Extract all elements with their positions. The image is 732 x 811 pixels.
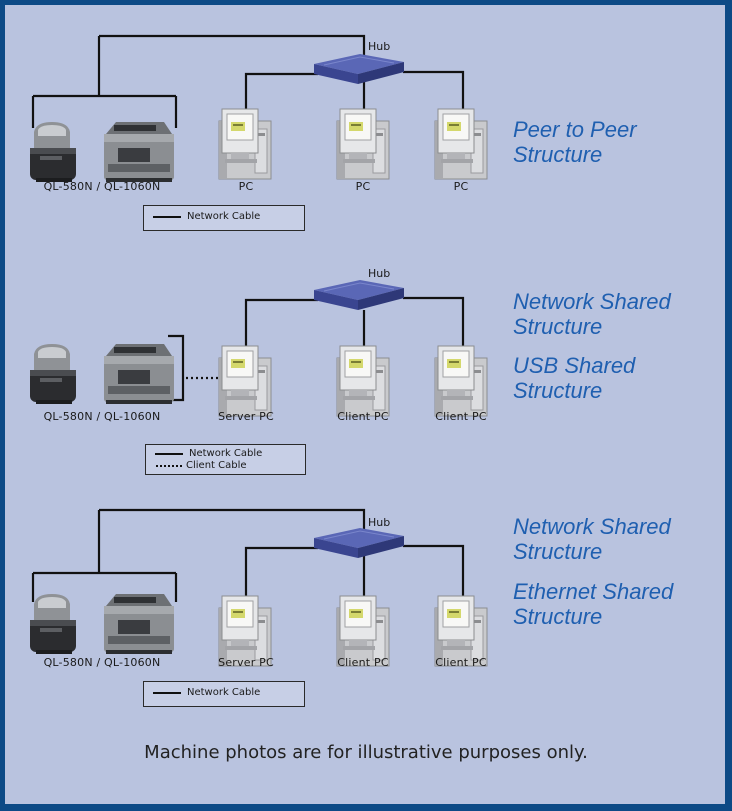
network-cable-swatch (153, 215, 181, 218)
network-cable-swatch (153, 691, 181, 694)
pc-label: PC (453, 180, 469, 193)
label-printer-icon (104, 344, 174, 404)
desktop-pc-icon (336, 108, 390, 180)
section-title: Network Shared Structure (513, 514, 671, 564)
legend-label: Network Cable (187, 211, 261, 222)
printer-label: QL-580N / QL-1060N (43, 180, 161, 193)
label-printer-icon (104, 594, 174, 654)
legend-network-cable: Network Cable (153, 211, 304, 222)
label-printer-icon (30, 122, 76, 182)
title-line: Structure (513, 539, 603, 564)
legend-label: Client Cable (186, 460, 247, 471)
legend-label: Network Cable (187, 687, 261, 698)
section-subtitle: USB Shared Structure (513, 353, 635, 403)
legend-box: Network Cable Client Cable (145, 444, 306, 475)
title-line: Peer to Peer (513, 117, 637, 142)
desktop-pc-icon (434, 345, 488, 417)
hub-label: Hub (368, 40, 391, 53)
pc-label: Server PC (218, 410, 274, 423)
legend-label: Network Cable (189, 448, 263, 459)
legend-network-cable: Network Cable (153, 687, 304, 698)
pc-label: PC (355, 180, 371, 193)
desktop-pc-icon (218, 345, 272, 417)
label-printer-icon (30, 594, 76, 654)
hub-label: Hub (368, 516, 391, 529)
network-cable-swatch (155, 452, 183, 455)
network-hub-icon (313, 527, 405, 559)
printer-label: QL-580N / QL-1060N (43, 410, 161, 423)
title-line: Ethernet Shared (513, 579, 674, 604)
network-hub-icon (313, 53, 405, 85)
legend-client-cable: Client Cable (156, 460, 305, 471)
printer-label: QL-580N / QL-1060N (43, 656, 161, 669)
title-line: Network Shared (513, 514, 671, 539)
pc-label: Server PC (218, 656, 274, 669)
pc-label: Client PC (435, 410, 487, 423)
section-title: Peer to Peer Structure (513, 117, 637, 167)
title-line: Structure (513, 314, 603, 339)
desktop-pc-icon (336, 345, 390, 417)
client-cable-swatch (156, 464, 182, 467)
section-1-cables (31, 34, 465, 128)
label-printer-icon (104, 122, 174, 182)
pc-label: Client PC (435, 656, 487, 669)
pc-label: PC (238, 180, 254, 193)
pc-label: Client PC (337, 410, 389, 423)
section-2-cables (168, 296, 465, 402)
legend-box: Network Cable (143, 205, 305, 231)
desktop-pc-icon (218, 108, 272, 180)
footnote: Machine photos are for illustrative purp… (144, 742, 588, 763)
pc-label: Client PC (337, 656, 389, 669)
label-printer-icon (30, 344, 76, 404)
network-hub-icon (313, 279, 405, 311)
title-line: Structure (513, 142, 603, 167)
section-subtitle: Ethernet Shared Structure (513, 579, 673, 629)
legend-network-cable: Network Cable (155, 448, 305, 459)
title-line: Network Shared (513, 289, 671, 314)
section-title: Network Shared Structure (513, 289, 671, 339)
title-line: Structure (513, 604, 603, 629)
legend-box: Network Cable (143, 681, 305, 707)
hub-label: Hub (368, 267, 391, 280)
title-line: USB Shared (513, 353, 636, 378)
section-3-cables (31, 508, 465, 602)
title-line: Structure (513, 378, 603, 403)
desktop-pc-icon (434, 108, 488, 180)
